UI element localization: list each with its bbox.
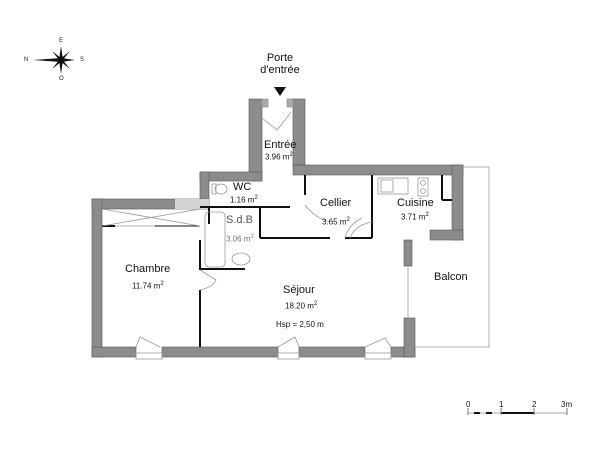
room-name: Séjour [283, 284, 315, 296]
room-area: 18.20 m2 [285, 301, 318, 311]
scale-tick-3m: 3m [561, 400, 573, 409]
room-name: Balcon [434, 271, 468, 283]
compass-rose-icon [33, 46, 75, 74]
room-name: Entrée [264, 139, 297, 151]
room-area: 3.71 m2 [401, 212, 429, 222]
room-name: S.d.B [226, 214, 253, 226]
room-name: Cuisine [397, 197, 434, 209]
room-area: 3.65 m2 [322, 217, 350, 227]
entrance-label-line1: Porte [266, 52, 294, 64]
scale-tick-1: 1 [499, 400, 504, 409]
interior-partitions [102, 175, 452, 347]
compass-label-east: E [59, 38, 64, 44]
scale-bar [467, 408, 568, 415]
room-area: 11.74 m2 [132, 281, 164, 291]
room-name: Chambre [125, 263, 171, 275]
scale-tick-2: 2 [532, 400, 537, 409]
compass-label-north: N [24, 57, 29, 63]
compass-label-west: O [59, 76, 64, 82]
entrance-label: Porte d'entrée [255, 52, 305, 76]
entrance-label-line2: d'entrée [260, 64, 300, 76]
room-name: Cellier [320, 197, 352, 209]
room-area: 3.96 m2 [265, 152, 293, 162]
ceiling-height-note: Hsp = 2,50 m [276, 320, 324, 329]
room-area: 1.16 m2 [230, 195, 258, 205]
exterior-walls [91, 98, 464, 358]
room-name: WC [233, 181, 252, 193]
scale-tick-0: 0 [466, 400, 471, 409]
compass-label-south: S [80, 57, 85, 63]
entrance-arrow-icon [274, 87, 286, 96]
room-area: 3.06 m2 [226, 234, 254, 244]
fixtures [101, 98, 490, 360]
